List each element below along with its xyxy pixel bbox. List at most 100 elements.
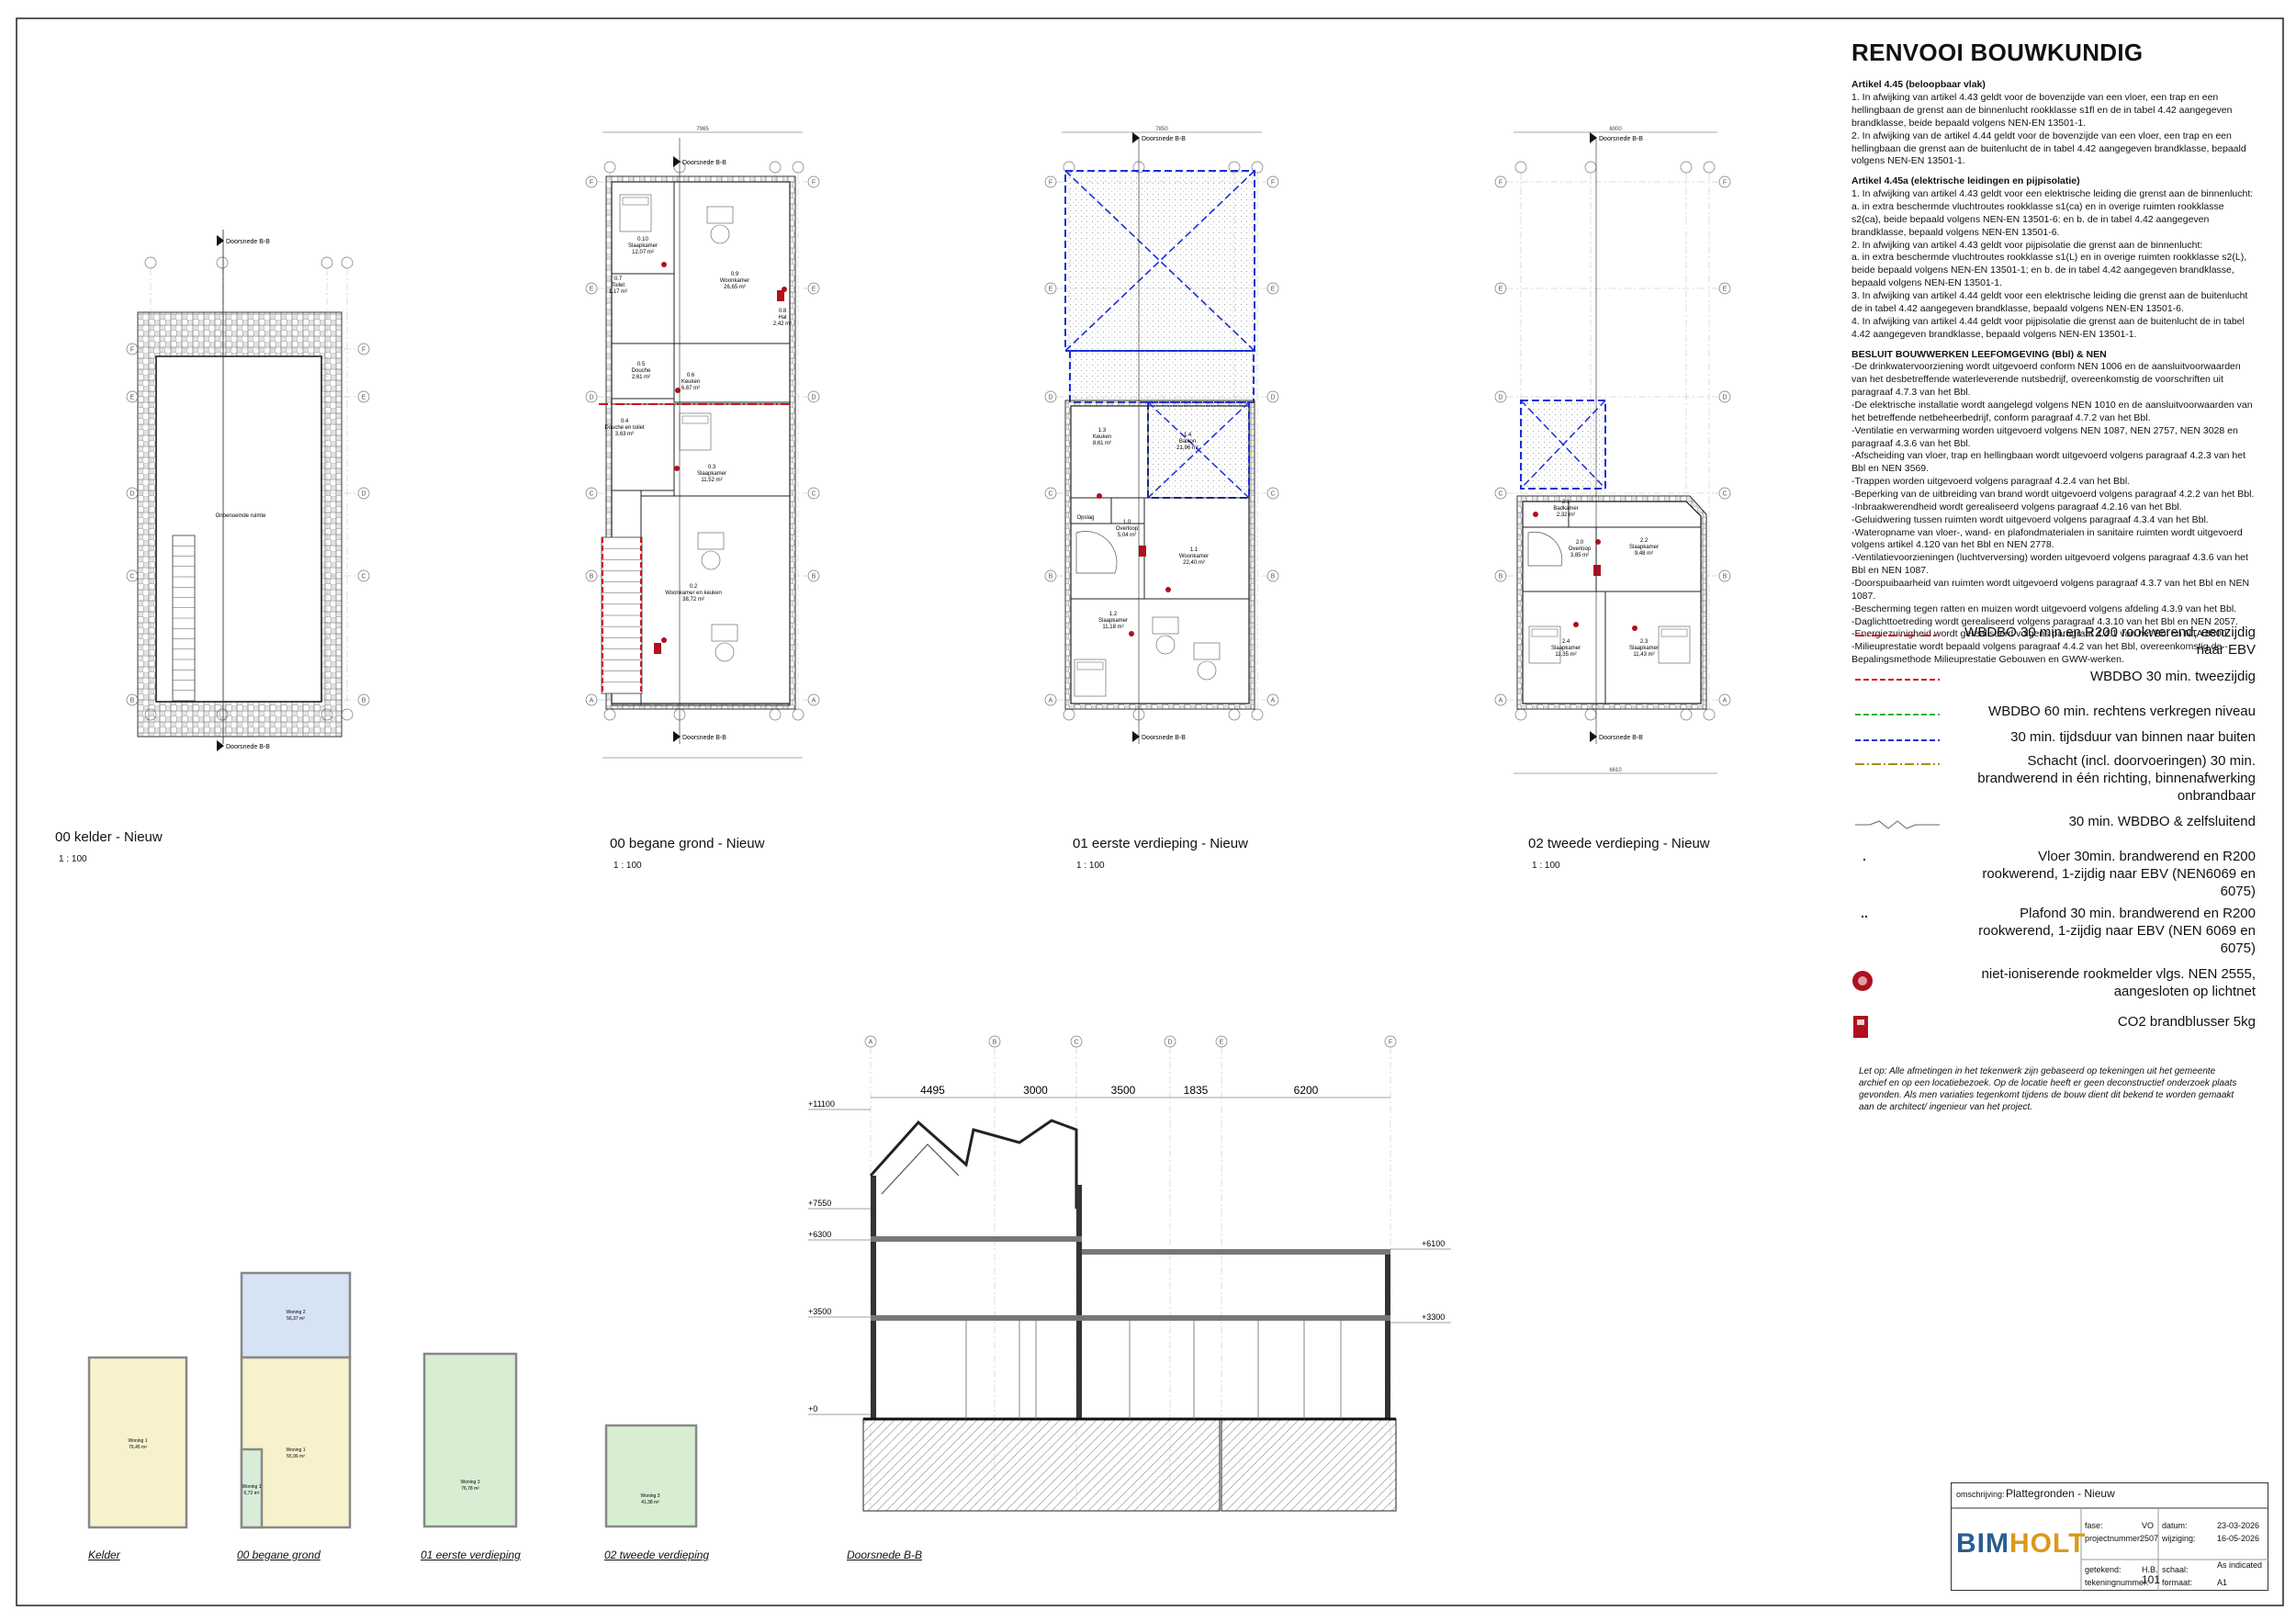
grid-bubble — [807, 487, 820, 500]
legend-symbol — [1855, 739, 1940, 741]
dimension-text: 6200 — [1294, 1084, 1319, 1097]
tb-schaal-label: schaal: — [2162, 1565, 2189, 1574]
renvooi-line: -De drinkwatervoorziening wordt uitgevoe… — [1851, 361, 2241, 399]
fire-extinguisher-icon — [777, 290, 784, 301]
keyplan-unit — [87, 1356, 188, 1529]
level-text: +11100 — [808, 1099, 835, 1109]
keyplan-unit-name: Woning 2 — [286, 1310, 305, 1315]
room-number: 1.1 — [1190, 547, 1199, 553]
grid-label: E — [362, 395, 366, 401]
keyplan-unit-name: Woning 3 — [640, 1493, 659, 1499]
legend-text: niet-ioniserende rookmelder vlgs. NEN 25… — [1981, 966, 2256, 999]
renvooi-line: -Beperking van de uitbreiding van brand … — [1851, 488, 2255, 500]
tb-fase-label: fase: — [2085, 1521, 2103, 1530]
room-name: Woonkamer — [1179, 554, 1209, 559]
grid-bubble — [1584, 161, 1597, 174]
legend-symbol — [1855, 820, 1940, 829]
legend-text: Schacht (incl. doorvoeringen) 30 min. br… — [1977, 753, 2256, 804]
room-area: 12,07 m² — [632, 250, 654, 255]
grid-bubble — [144, 256, 157, 269]
grid-label: C — [589, 491, 593, 498]
room-area: 21,96 m² — [1176, 445, 1199, 451]
keyplan-label-tweede-verdieping: 02 tweede verdieping — [604, 1549, 710, 1561]
room-name: Douche en toilet — [604, 425, 645, 431]
room-area: 8,61 m² — [1093, 441, 1111, 446]
room-area: 38,72 m² — [682, 597, 704, 603]
smoke-detector-icon — [1533, 512, 1538, 517]
grid-bubble — [1514, 161, 1527, 174]
furniture-bed — [619, 194, 652, 232]
furniture-pillow — [681, 415, 709, 424]
floor-slab — [1082, 1249, 1390, 1255]
legend-text: WBDBO 60 min. rechtens verkregen niveau — [1988, 704, 2256, 719]
room-name: Balkon — [1179, 439, 1196, 445]
section-marker-label: Doorsnede B-B — [1599, 136, 1643, 142]
grid-label: D — [1167, 1040, 1172, 1046]
smoke-detector-icon — [661, 262, 667, 267]
furniture-round — [710, 224, 730, 244]
grid-bubble — [1228, 708, 1241, 721]
room-area: 22,40 m² — [1183, 560, 1205, 566]
level-text: +6100 — [1422, 1239, 1445, 1248]
grid-bubble — [585, 175, 598, 188]
dimension-text: 3500 — [1111, 1084, 1136, 1097]
grid-bubble — [1584, 708, 1597, 721]
room-number: 0.3 — [708, 465, 716, 470]
tb-getekend: H.B. — [2142, 1565, 2158, 1574]
keyplan-unit — [240, 1271, 352, 1359]
grid-label: D — [1270, 395, 1275, 401]
renvooi-line: 1. In afwijking van artikel 4.43 geldt v… — [1851, 188, 2254, 200]
dimension-text: 3000 — [1023, 1084, 1048, 1097]
tb-omschrijving: Plattegronden - Nieuw — [2006, 1487, 2115, 1500]
keyplan-unit-name: Woning 1 — [286, 1447, 305, 1453]
renvooi-heading: BESLUIT BOUWWERKEN LEEFOMGEVING (Bbl) & … — [1851, 348, 2107, 360]
room-name: Slaapkamer — [1551, 646, 1581, 651]
renvooi-line: -Milieuprestatie wordt bepaald volgens p… — [1851, 641, 2228, 666]
grid-bubble — [1044, 390, 1057, 403]
soil-right — [1221, 1418, 1397, 1512]
keyplan-unit-area: 56,37 m² — [287, 1316, 305, 1322]
renvooi-line: -Bescherming tegen ratten en muizen word… — [1851, 603, 2237, 614]
level-text: +7550 — [808, 1199, 831, 1208]
bimholt-logo: BIMHOLT — [1956, 1528, 2086, 1560]
wall-right — [1385, 1249, 1390, 1419]
furniture-table — [1152, 616, 1179, 635]
renvooi-line: -De elektrische installatie wordt aangel… — [1851, 399, 2253, 423]
grid-label: B — [1499, 574, 1503, 580]
room-name: Overloop — [1116, 526, 1139, 532]
grid-label: E — [1499, 287, 1503, 293]
dimension-text: 6610 — [1609, 768, 1622, 773]
grid-bubble — [1494, 390, 1507, 403]
grid-label: A — [590, 698, 594, 704]
grid-bubble — [1044, 487, 1057, 500]
room-name: Woonkamer en keuken — [665, 591, 722, 596]
section-marker-label: Doorsnede B-B — [1142, 735, 1186, 741]
grid-bubble — [864, 1035, 877, 1048]
grid-label: D — [1498, 395, 1503, 401]
renvooi-line: 2. In afwijking van de artikel 4.44 geld… — [1851, 130, 2246, 167]
grid-bubble — [585, 390, 598, 403]
grid-bubble — [1703, 708, 1716, 721]
room-name: Slaapkamer — [628, 243, 658, 249]
tb-formaat: A1 — [2217, 1578, 2228, 1587]
room-area: 5,04 m² — [1118, 533, 1136, 538]
level-text: +3300 — [1422, 1312, 1445, 1322]
room-number: 0.10 — [637, 237, 648, 242]
keyplan-label-doorsnede: Doorsnede B-B — [847, 1549, 923, 1561]
grid-label: C — [129, 574, 134, 580]
fire-extinguisher-icon — [1593, 565, 1601, 576]
logo-text-bim: BIM — [1956, 1528, 2009, 1559]
section-marker — [1590, 132, 1597, 143]
furniture-round — [715, 642, 735, 662]
grid-label: E — [1271, 287, 1276, 293]
view-scale-kelder: 1 : 100 — [59, 854, 87, 864]
room-name: Slaapkamer — [1098, 618, 1128, 624]
room-area: 11,35 m² — [1555, 652, 1576, 658]
grid-label: E — [130, 395, 135, 401]
keyplan-label-kelder: Kelder — [88, 1549, 120, 1561]
grid-label: B — [362, 698, 366, 704]
room-area: 11,52 m² — [701, 478, 722, 483]
grid-bubble — [1680, 161, 1693, 174]
